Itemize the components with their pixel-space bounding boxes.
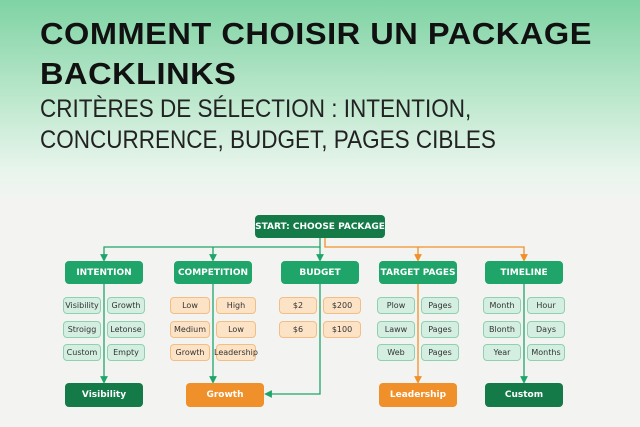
column-header-competition: COMPETITION bbox=[174, 261, 252, 284]
option-chip: Year bbox=[483, 344, 521, 361]
header-band bbox=[0, 0, 640, 200]
start-node: START: CHOOSE PACKAGE bbox=[255, 215, 385, 238]
option-chip: Plow bbox=[377, 297, 415, 314]
option-chip: Laww bbox=[377, 320, 415, 338]
option-chip: $100 bbox=[323, 320, 361, 338]
result-custom: Custom bbox=[485, 383, 563, 407]
option-chip: $200 bbox=[323, 297, 361, 314]
option-chip: $6 bbox=[279, 320, 317, 338]
option-chip: Pages bbox=[421, 297, 459, 314]
option-chip: Custom bbox=[63, 344, 101, 361]
option-chip: Web bbox=[377, 344, 415, 361]
option-chip: Low bbox=[216, 320, 256, 338]
column-header-target-pages: TARGET PAGES bbox=[379, 261, 457, 284]
column-header-intention: INTENTION bbox=[65, 261, 143, 284]
result-growth: Growth bbox=[186, 383, 264, 407]
option-chip: Days bbox=[527, 320, 565, 338]
option-chip: $2 bbox=[279, 297, 317, 314]
result-leadership: Leadership bbox=[379, 383, 457, 407]
option-chip: Month bbox=[483, 297, 521, 314]
option-chip: Months bbox=[527, 344, 565, 361]
option-chip: Empty bbox=[107, 344, 145, 361]
column-header-timeline: TIMELINE bbox=[485, 261, 563, 284]
option-chip: Medium bbox=[170, 320, 210, 338]
option-chip: Letonse bbox=[107, 320, 145, 338]
result-visibility: Visibility bbox=[65, 383, 143, 407]
option-chip: Growth bbox=[107, 297, 145, 314]
option-chip: Growth bbox=[170, 344, 210, 361]
option-chip: Pages bbox=[421, 344, 459, 361]
option-chip: Stroigg bbox=[63, 320, 101, 338]
option-chip: Blonth bbox=[483, 320, 521, 338]
page-title: Comment choisir un package backlinks bbox=[40, 16, 592, 91]
page-subtitle: Critères de sélection : intention, concu… bbox=[40, 95, 496, 154]
option-chip: Leadership bbox=[214, 344, 258, 361]
option-chip: Pages bbox=[421, 320, 459, 338]
option-chip: Hour bbox=[527, 297, 565, 314]
option-chip: High bbox=[216, 297, 256, 314]
column-header-budget: BUDGET bbox=[281, 261, 359, 284]
option-chip: Visibility bbox=[63, 297, 101, 314]
option-chip: Low bbox=[170, 297, 210, 314]
